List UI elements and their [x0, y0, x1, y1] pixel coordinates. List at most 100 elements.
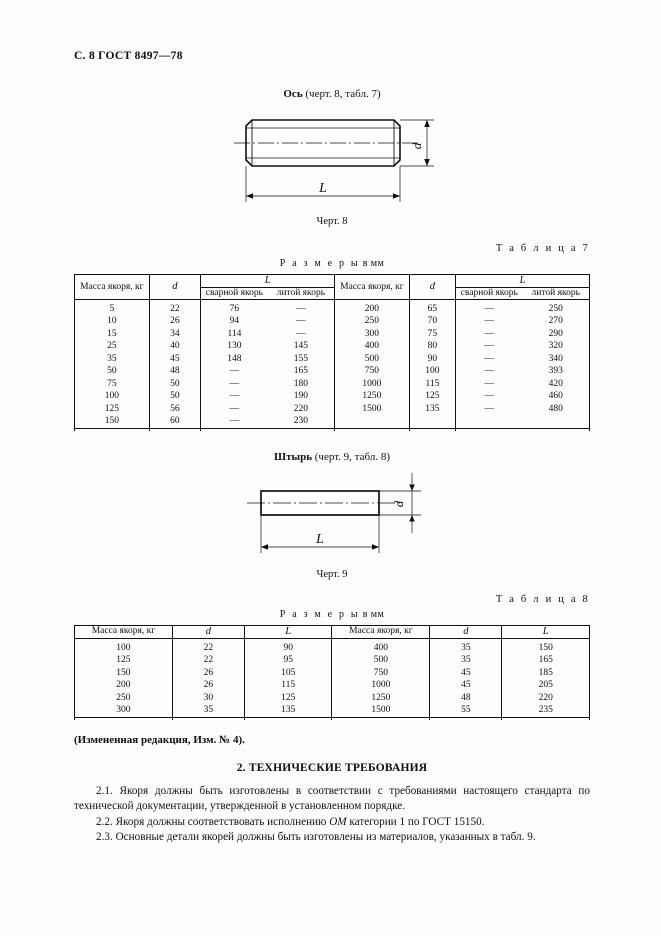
table7-th-welded-left: сварной якорь [205, 288, 263, 299]
cell-cast: — [267, 327, 336, 341]
figure9-diameter-label: d [391, 500, 406, 507]
cell-mass: 25 [74, 340, 150, 353]
cell-d: 60 [149, 415, 202, 429]
cell-welded: — [484, 316, 495, 327]
cell-d: 35 [172, 704, 245, 718]
cell-welded: — [484, 391, 495, 402]
cell-mass: 150 [74, 666, 173, 680]
table8-header: Масса якоря, кг d L Масса якоря, кг d L [74, 624, 590, 642]
cell-d: 100 [409, 365, 457, 378]
cell-mass: 500 [334, 352, 410, 366]
cell-mass: 1500 [334, 402, 410, 416]
cell-mass: 15 [74, 327, 150, 341]
paragraph-2-3: 2.3. Основные детали якорей должны быть … [96, 831, 536, 844]
cell-welded: — [229, 416, 240, 427]
table8-dims-label: Р а з м е р ы в мм [74, 609, 590, 620]
cell-cast: 145 [267, 340, 336, 353]
cell-mass: 200 [334, 302, 410, 316]
cell-welded: — [484, 328, 495, 339]
figure8-number: Черт. 8 [316, 216, 348, 227]
cell-cast: 190 [267, 390, 336, 403]
cell-mass: 1500 [331, 704, 431, 718]
cell-mass: 400 [334, 340, 410, 353]
cell-cast [522, 415, 590, 429]
figure8-diameter-label: d [409, 142, 424, 149]
cell-d: 35 [429, 641, 503, 655]
cell-mass: 1000 [334, 377, 410, 391]
figure9-length-dimension [260, 514, 380, 553]
cell-cast: 230 [267, 415, 336, 429]
cell-d: 135 [409, 402, 457, 416]
section2-title: 2. ТЕХНИЧЕСКИЕ ТРЕБОВАНИЯ [236, 761, 428, 774]
table7-header: Масса якоря, кг d L Масса якоря, кг d L … [74, 273, 590, 303]
table8-footer [74, 716, 590, 720]
cell-mass: 5 [74, 302, 150, 316]
table7-th-L-left: L [200, 273, 336, 289]
cell-d [409, 415, 457, 429]
cell-cast: 180 [267, 377, 336, 391]
cell-d: 26 [172, 666, 245, 680]
table8-dims-suffix: в мм [359, 608, 385, 620]
figure9-diameter-dimension [379, 472, 421, 533]
cell-welded [456, 415, 523, 428]
cell-cast: 340 [522, 352, 590, 366]
table7-th-L-right: L [455, 273, 590, 289]
figure9-drawing-wrap: d L [74, 469, 590, 567]
cell-d: 26 [172, 679, 245, 692]
cell-mass: 750 [334, 365, 410, 378]
figure9-caption: Штырь (черт. 9, табл. 8) [74, 451, 590, 463]
cell-d: 50 [149, 390, 202, 403]
cell-welded: — [229, 378, 240, 389]
cell-mass: 50 [74, 365, 150, 378]
cell-d: 34 [149, 327, 202, 341]
figure9-caption-ref: (черт. 9, табл. 8) [312, 450, 390, 463]
cell-cast: — [267, 315, 336, 328]
cell-welded: — [484, 378, 495, 389]
cell-d: 26 [149, 315, 202, 328]
cell-cast: 220 [267, 402, 336, 416]
table7-th-welded-right: сварной якорь [460, 288, 518, 299]
cell-mass: 200 [74, 679, 173, 692]
table8-th-d-right: d [429, 624, 503, 639]
cell-welded: 130 [227, 341, 242, 352]
table7-footer [74, 427, 590, 431]
cell-mass: 125 [74, 402, 150, 416]
cell-mass: 10 [74, 315, 150, 328]
cell-mass: 250 [74, 691, 173, 705]
table8-header-rule [74, 637, 590, 642]
cell-L: 95 [244, 654, 333, 667]
table7-header-rule [74, 299, 590, 303]
cell-mass: 250 [334, 315, 410, 328]
cell-welded: 114 [227, 328, 242, 339]
paragraph-2-2-part-a: 2.2. Якоря должны соответствовать исполн… [96, 815, 330, 828]
cell-d: 22 [172, 641, 245, 655]
cell-mass: 1250 [334, 390, 410, 403]
figure8-caption-ref: (черт. 8, табл. 7) [302, 88, 381, 100]
cell-mass: 300 [334, 327, 410, 341]
table7-th-d-right: d [409, 274, 457, 300]
page-content: С. 8 ГОСТ 8497—78 Ось (черт. 8, табл. 7) [74, 50, 590, 846]
figure8-drawing-wrap: d L [74, 106, 590, 214]
cell-cast: 165 [267, 365, 336, 378]
table8-label: Т а б л и ц а 8 [495, 593, 590, 605]
cell-mass: 35 [74, 352, 150, 366]
table7: Масса якоря, кг d L Масса якоря, кг d L … [74, 273, 590, 431]
cell-L: 105 [244, 666, 333, 680]
cell-welded: 94 [229, 316, 240, 327]
figure8-axle-drawing: d L [234, 119, 434, 202]
figure9-caption-title: Штырь [274, 450, 313, 463]
paragraph-2-2: 2.2. Якоря должны соответствовать исполн… [74, 815, 590, 830]
cell-d: 48 [429, 691, 503, 705]
cell-cast: 270 [522, 315, 590, 328]
